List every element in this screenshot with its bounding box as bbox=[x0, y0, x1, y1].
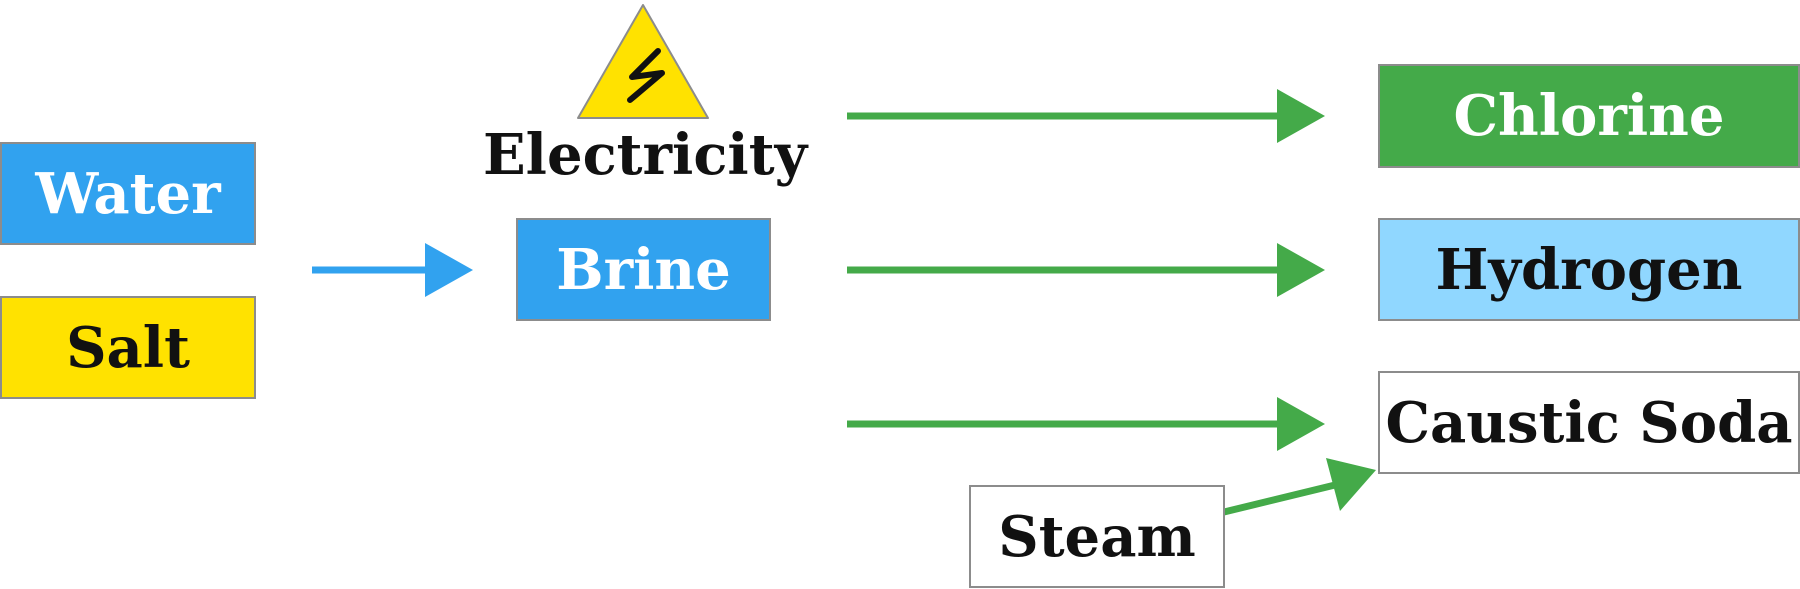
node-water-label: Water bbox=[35, 160, 221, 227]
arrow-brine-to-caustic-soda bbox=[847, 397, 1325, 451]
node-brine: Brine bbox=[516, 218, 771, 321]
node-hydrogen-label: Hydrogen bbox=[1435, 236, 1743, 303]
node-salt-label: Salt bbox=[66, 314, 190, 381]
node-caustic-soda-label: Caustic Soda bbox=[1385, 389, 1793, 456]
node-hydrogen: Hydrogen bbox=[1378, 218, 1800, 321]
node-steam-label: Steam bbox=[998, 503, 1196, 570]
node-water: Water bbox=[0, 142, 256, 245]
electricity-label: Electricity bbox=[483, 122, 808, 188]
node-chlorine: Chlorine bbox=[1378, 64, 1800, 168]
node-caustic-soda: Caustic Soda bbox=[1378, 371, 1800, 474]
node-steam: Steam bbox=[969, 485, 1225, 588]
arrow-inputs-to-brine bbox=[312, 243, 473, 297]
arrow-steam-to-caustic-soda bbox=[1223, 458, 1376, 516]
node-chlorine-label: Chlorine bbox=[1453, 83, 1725, 149]
high-voltage-warning-icon bbox=[577, 4, 709, 119]
arrow-brine-to-chlorine bbox=[847, 89, 1325, 143]
arrow-brine-to-hydrogen bbox=[847, 243, 1325, 297]
node-brine-label: Brine bbox=[556, 236, 731, 303]
node-salt: Salt bbox=[0, 296, 256, 399]
